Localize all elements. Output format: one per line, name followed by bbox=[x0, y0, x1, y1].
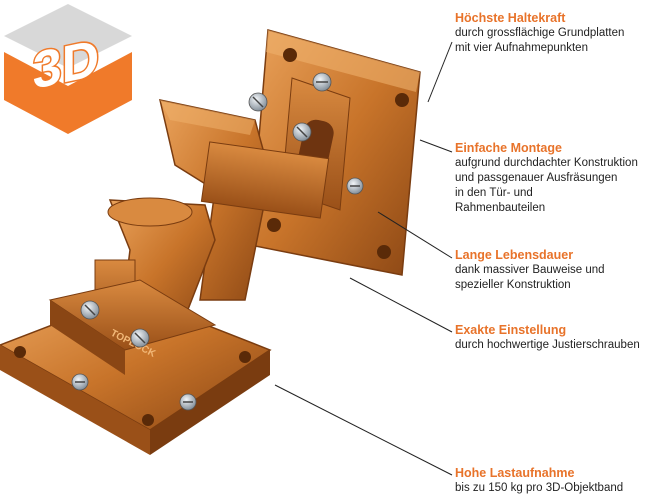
feature-description: aufgrund durchdachter Konstruktion und p… bbox=[455, 157, 638, 214]
logo-text: 3D bbox=[33, 28, 99, 100]
adjustment-screw bbox=[346, 177, 364, 195]
adjustment-screw bbox=[179, 393, 197, 411]
feature-title: Einfache Montage bbox=[455, 141, 562, 155]
adjustment-screw bbox=[130, 328, 150, 348]
mounting-hole bbox=[395, 93, 409, 107]
mounting-hole bbox=[239, 351, 251, 363]
feature-title: Hohe Lastaufnahme bbox=[455, 466, 575, 480]
mounting-hole bbox=[377, 245, 391, 259]
mounting-hole bbox=[283, 48, 297, 62]
cube-right-face bbox=[68, 52, 132, 134]
upper-hinge-arm bbox=[159, 99, 330, 301]
3d-cube-logo: 3D bbox=[4, 4, 132, 134]
hinge-mechanism-illustration: TOPLOCK bbox=[0, 29, 421, 455]
feature-title: Exakte Einstellung bbox=[455, 323, 567, 337]
base-plate: TOPLOCK bbox=[0, 279, 272, 455]
leader-line bbox=[377, 211, 453, 259]
feature-easy-mounting: Einfache Montage aufgrund durchdachter K… bbox=[455, 140, 638, 216]
feature-description: durch grossflächige Grundplatten mit vie… bbox=[455, 27, 625, 54]
leader-line bbox=[427, 41, 453, 103]
leader-line bbox=[419, 139, 453, 153]
mounting-hole bbox=[14, 346, 26, 358]
feature-title: Lange Lebensdauer bbox=[455, 248, 574, 262]
adjustment-screw bbox=[248, 92, 268, 112]
adjustment-screw bbox=[292, 122, 312, 142]
feature-description: bis zu 150 kg pro 3D-Objektband bbox=[455, 482, 624, 494]
adjustment-screw bbox=[71, 373, 89, 391]
cube-left-face bbox=[4, 52, 68, 134]
feature-title: Höchste Haltekraft bbox=[455, 11, 566, 25]
feature-exact-adjustment: Exakte Einstellung durch hochwertige Jus… bbox=[455, 322, 640, 353]
mounting-hole bbox=[142, 414, 154, 426]
leader-line bbox=[349, 277, 453, 333]
adjustment-screw bbox=[80, 300, 100, 320]
feature-high-load: Hohe Lastaufnahme bis zu 150 kg pro 3D-O… bbox=[455, 465, 623, 496]
cube-top-face bbox=[4, 4, 132, 68]
feature-holding-force: Höchste Haltekraft durch grossflächige G… bbox=[455, 10, 624, 56]
feature-long-lifespan: Lange Lebensdauer dank massiver Bauweise… bbox=[455, 247, 605, 293]
adjustment-screw bbox=[312, 72, 332, 92]
feature-description: dank massiver Bauweise und spezieller Ko… bbox=[455, 264, 605, 291]
mounting-hole bbox=[267, 218, 281, 232]
leader-line bbox=[274, 384, 453, 476]
feature-description: durch hochwertige Justierschrauben bbox=[455, 339, 640, 351]
